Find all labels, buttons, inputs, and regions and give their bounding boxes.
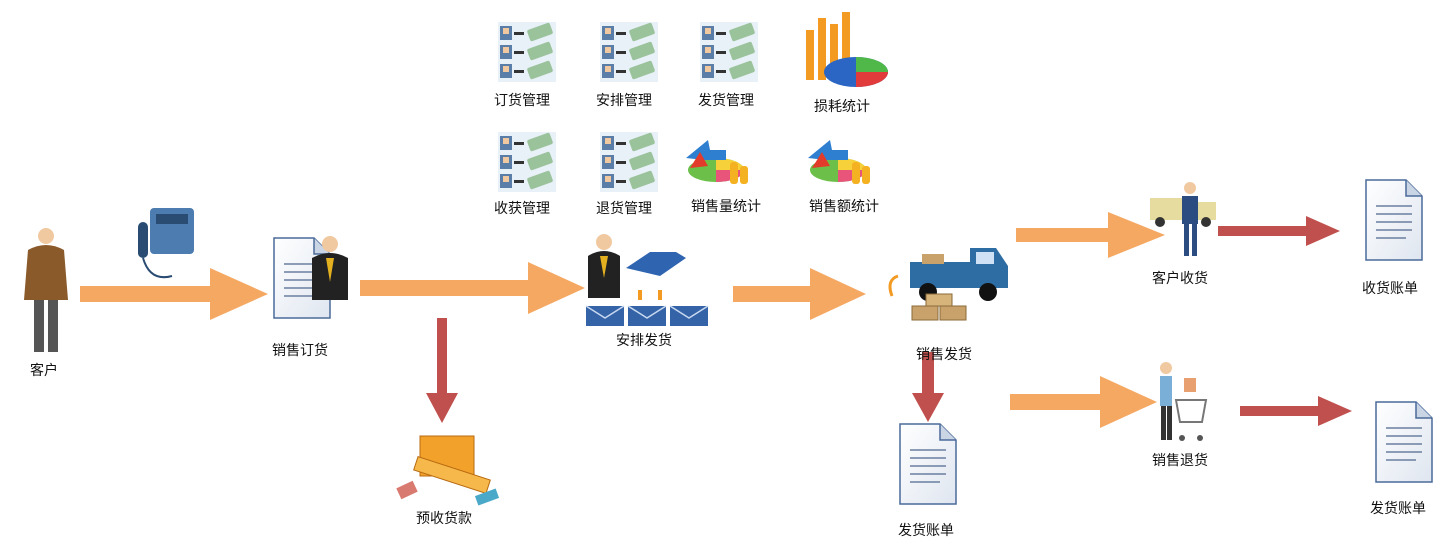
module-order-icon xyxy=(498,22,556,82)
arrange-shipment-icon xyxy=(585,234,709,326)
arrow-order-to-prepay xyxy=(426,318,458,423)
arrow-order-to-arrange xyxy=(360,262,585,314)
node-label-prepayment: 预收货款 xyxy=(416,511,472,527)
module-label-sales-amount: 销售额统计 xyxy=(809,199,879,215)
node-label-customer: 客户 xyxy=(30,363,58,379)
module-label-receive: 收获管理 xyxy=(494,201,550,217)
module-loss-stats-icon xyxy=(806,12,888,87)
node-label-arrange-shipment: 安排发货 xyxy=(616,333,672,349)
arrow-ship-to-receipt xyxy=(1016,212,1165,258)
module-return-icon xyxy=(600,132,658,192)
arrow-receipt-to-bill xyxy=(1218,216,1340,246)
node-label-sales-return: 销售退货 xyxy=(1152,453,1208,469)
module-label-return: 退货管理 xyxy=(596,201,652,217)
module-label-sales-volume: 销售量统计 xyxy=(691,199,761,215)
node-label-customer-receipt: 客户收货 xyxy=(1152,271,1208,287)
customer-person-icon xyxy=(24,228,68,352)
telephone-icon xyxy=(138,208,194,279)
arrow-ship-to-bill xyxy=(912,352,944,422)
node-label-sales-shipment: 销售发货 xyxy=(916,347,972,363)
node-label-receipt-bill: 收货账单 xyxy=(1362,281,1418,297)
sales-shipment-truck-icon xyxy=(888,248,1008,321)
module-ship-icon xyxy=(700,22,758,82)
prepayment-chest-icon xyxy=(396,435,500,506)
node-label-sales-order: 销售订货 xyxy=(272,343,328,359)
arrow-customer-to-order xyxy=(80,268,268,320)
receipt-bill-document-icon xyxy=(1365,179,1423,261)
node-label-return-bill: 发货账单 xyxy=(1370,501,1426,517)
sales-return-icon xyxy=(1160,362,1208,441)
module-sales-amount-icon xyxy=(808,140,870,184)
arrow-return-to-bill xyxy=(1240,396,1352,426)
module-label-loss-stats: 损耗统计 xyxy=(814,99,870,115)
module-sales-volume-icon xyxy=(686,140,748,184)
customer-receipt-icon xyxy=(1150,182,1216,256)
node-label-shipment-bill: 发货账单 xyxy=(898,523,954,539)
module-label-order: 订货管理 xyxy=(494,93,550,109)
flow-arrows xyxy=(80,212,1165,428)
module-arrange-icon xyxy=(600,22,658,82)
shipment-bill-document-icon xyxy=(899,423,957,505)
result-arrows xyxy=(426,216,1352,426)
module-label-arrange: 安排管理 xyxy=(596,93,652,109)
arrow-ship-to-return xyxy=(1010,376,1157,428)
module-label-ship: 发货管理 xyxy=(698,93,754,109)
arrow-arrange-to-ship xyxy=(733,268,866,320)
return-bill-document-icon xyxy=(1375,401,1433,483)
module-receive-icon xyxy=(498,132,556,192)
sales-order-person-icon xyxy=(312,236,348,300)
